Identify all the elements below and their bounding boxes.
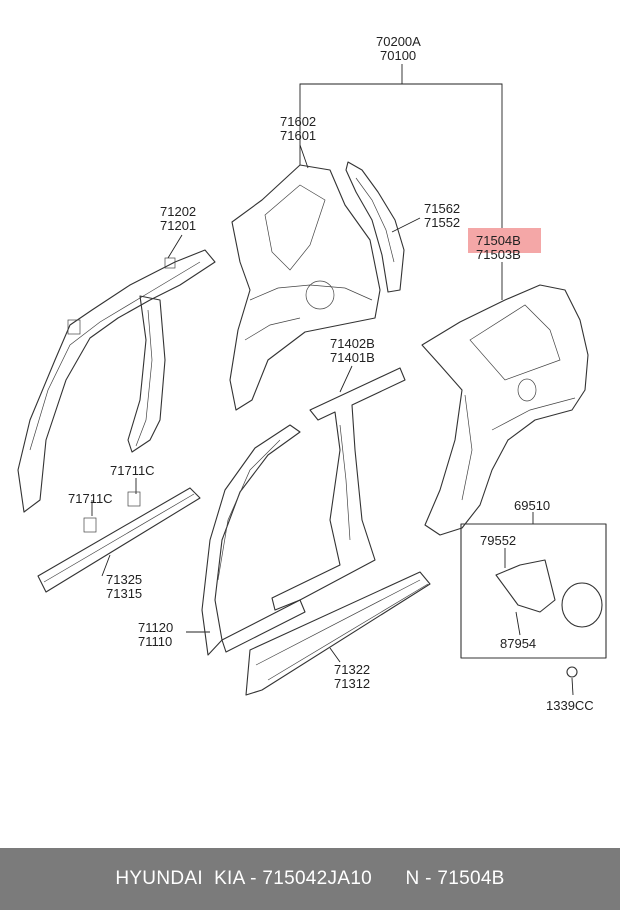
callout-87954: 87954 — [500, 636, 536, 651]
rear-pillar-inner — [229, 164, 381, 411]
side-sill-outer — [245, 571, 431, 696]
front-side-outer — [201, 424, 306, 656]
callout-71503b: 71503B — [476, 247, 521, 262]
footer-spacer — [372, 868, 405, 890]
callout-71312: 71312 — [334, 676, 370, 691]
callout-71711c-top: 71711C — [110, 463, 155, 478]
callout-71202: 71202 — [160, 204, 196, 219]
callout-71322: 71322 — [334, 662, 370, 677]
callout-71325: 71325 — [106, 572, 142, 587]
callout-70100: 70100 — [380, 48, 416, 63]
part-number-footer: HYUNDAI KIA - 715042JA10 N - 71504B — [0, 848, 620, 910]
callout-71504b: 71504B — [476, 233, 521, 248]
footer-brand-part: HYUNDAI KIA - 715042JA10 — [115, 868, 373, 889]
a-pillar-roof-rail — [17, 249, 216, 513]
assembly-leader-lines — [91, 64, 574, 696]
d-pillar-reinforcement — [345, 161, 405, 293]
callout-79552: 79552 — [480, 533, 516, 548]
highlight-box — [468, 228, 541, 253]
callout-71315: 71315 — [106, 586, 142, 601]
callout-71402b: 71402B — [330, 336, 375, 351]
callout-71120: 71120 — [138, 620, 173, 635]
callout-71711c-left: 71711C — [68, 491, 113, 506]
callout-71602: 71602 — [280, 114, 316, 129]
callout-71401b: 71401B — [330, 350, 375, 365]
callout-71201: 71201 — [160, 218, 196, 233]
parts-diagram: 70200A 70100 71602 71601 71562 71552 712… — [17, 34, 607, 713]
fuel-door-assembly-box — [460, 523, 607, 678]
callout-71601: 71601 — [280, 128, 316, 143]
side-sill-inner — [37, 487, 201, 593]
footer-code: N - 71504B — [405, 868, 505, 889]
callout-71110: 71110 — [138, 634, 172, 649]
callout-1339cc: 1339CC — [546, 698, 594, 713]
center-pillar-outer — [271, 367, 406, 611]
callout-labels: 70200A 70100 71602 71601 71562 71552 712… — [68, 34, 594, 713]
callout-70200a: 70200A — [376, 34, 421, 49]
quarter-outer-panel — [421, 284, 589, 536]
callout-69510: 69510 — [514, 498, 550, 513]
callout-71562: 71562 — [424, 201, 460, 216]
callout-71552: 71552 — [424, 215, 460, 230]
